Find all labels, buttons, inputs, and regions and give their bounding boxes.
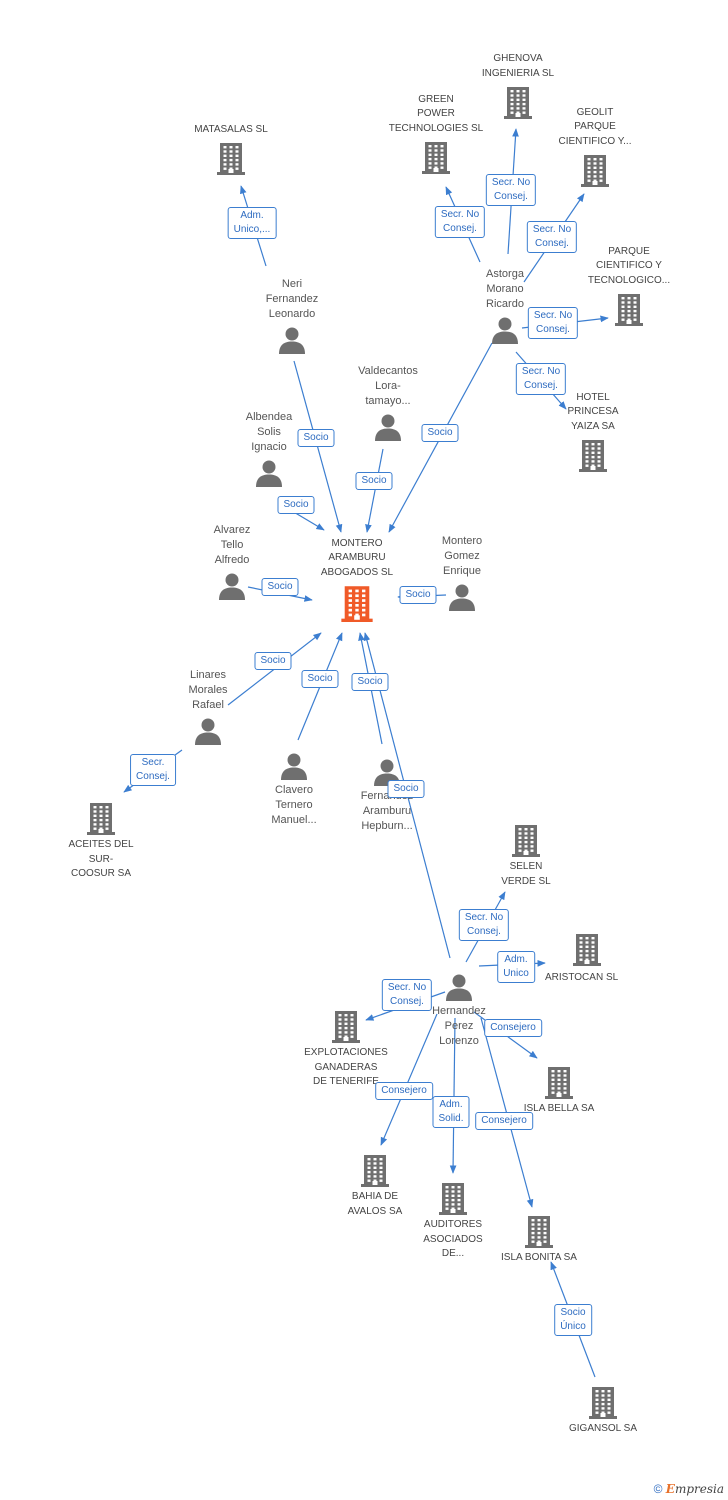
edge-label-astorga-geolit[interactable]: Secr. No Consej. bbox=[526, 221, 578, 253]
edge-label-astorga-hotel[interactable]: Secr. No Consej. bbox=[515, 363, 567, 395]
building-icon bbox=[438, 1181, 468, 1220]
edge-label-hernandez-islabella[interactable]: Consejero bbox=[484, 1019, 542, 1037]
edge-label-hernandez-islabonita[interactable]: Consejero bbox=[475, 1112, 533, 1130]
node-label: ISLA BONITA SA bbox=[501, 1252, 577, 1263]
edge-label-gigansol-islabonita[interactable]: Socio Único bbox=[554, 1304, 592, 1336]
focus-building-icon bbox=[340, 584, 374, 627]
building-icon bbox=[524, 1214, 554, 1253]
edge-line-valdecantos-montero bbox=[365, 448, 384, 533]
node-label: ISLA BELLA SA bbox=[523, 1103, 595, 1114]
person-icon bbox=[373, 413, 403, 446]
person-icon bbox=[447, 583, 477, 616]
node-label: Montero Gomez Enrique bbox=[441, 535, 483, 577]
building-icon bbox=[580, 153, 610, 192]
node-label: GIGANSOL SA bbox=[569, 1423, 637, 1434]
person-icon bbox=[444, 973, 474, 1006]
edge-label-hernandez-bahia[interactable]: Consejero bbox=[375, 1082, 433, 1100]
node-label: Neri Fernandez Leonardo bbox=[265, 278, 319, 320]
edge-label-linares-montero[interactable]: Socio bbox=[254, 652, 292, 670]
edge-label-valdecantos-montero[interactable]: Socio bbox=[355, 472, 393, 490]
node-label: GEOLIT PARQUE CIENTIFICO Y... bbox=[558, 106, 632, 147]
building-icon bbox=[86, 801, 116, 840]
person-icon bbox=[279, 752, 309, 785]
node-label: GREEN POWER TECHNOLOGIES SL bbox=[388, 93, 484, 134]
building-icon bbox=[360, 1153, 390, 1192]
node-label: Fernandez Aramburu Hepburn... bbox=[361, 790, 414, 832]
brand-footer: © Empresia bbox=[654, 1482, 724, 1496]
edge-label-neri-montero[interactable]: Socio bbox=[297, 429, 335, 447]
node-label: Albendea Solis Ignacio bbox=[245, 411, 293, 453]
building-icon bbox=[331, 1009, 361, 1048]
person-icon bbox=[193, 717, 223, 750]
building-icon bbox=[614, 292, 644, 331]
node-label: HOTEL PRINCESA YAIZA SA bbox=[567, 391, 619, 432]
node-label: PARQUE CIENTIFICO Y TECNOLOGICO... bbox=[587, 245, 671, 286]
building-icon bbox=[216, 141, 246, 180]
edge-label-montero_gomez-montero[interactable]: Socio bbox=[399, 586, 437, 604]
edge-label-hernandez-selen[interactable]: Secr. No Consej. bbox=[458, 909, 510, 941]
edge-line-hernandez-auditores bbox=[449, 1017, 457, 1174]
node-label: EXPLOTACIONES GANADERAS DE TENERIFE bbox=[304, 1047, 388, 1087]
node-label: MONTERO ARAMBURU ABOGADOS SL bbox=[320, 537, 394, 578]
edge-label-astorga-ghenova[interactable]: Secr. No Consej. bbox=[485, 174, 537, 206]
copyright-symbol: © bbox=[653, 1482, 663, 1496]
edge-label-hernandez-explot[interactable]: Secr. No Consej. bbox=[381, 979, 433, 1011]
edge-label-clavero-montero[interactable]: Socio bbox=[301, 670, 339, 688]
logo-initial: E bbox=[665, 1482, 675, 1496]
edge-label-fernandez-montero[interactable]: Socio bbox=[351, 673, 389, 691]
edge-label-hernandez-aristocan[interactable]: Adm. Unico bbox=[497, 951, 535, 983]
building-icon bbox=[588, 1385, 618, 1424]
edge-label-linares-aceites[interactable]: Secr. Consej. bbox=[130, 754, 176, 786]
person-icon bbox=[217, 572, 247, 605]
building-icon bbox=[544, 1065, 574, 1104]
person-icon bbox=[254, 459, 284, 492]
node-label: BAHIA DE AVALOS SA bbox=[347, 1191, 403, 1217]
edge-line-hernandez-bahia bbox=[380, 1013, 438, 1146]
node-label: Hernandez Perez Lorenzo bbox=[432, 1005, 486, 1047]
edge-label-neri-matasalas[interactable]: Adm. Unico,... bbox=[227, 207, 277, 239]
edge-label-astorga-parque[interactable]: Secr. No Consej. bbox=[527, 307, 579, 339]
edge-label-hernandez-auditores[interactable]: Adm. Solid. bbox=[432, 1096, 470, 1128]
node-label: ARISTOCAN SL bbox=[545, 972, 619, 983]
node-label: AUDITORES ASOCIADOS DE... bbox=[423, 1219, 483, 1259]
person-icon bbox=[490, 316, 520, 349]
edge-label-astorga-montero[interactable]: Socio bbox=[421, 424, 459, 442]
edge-label-alvarez-montero[interactable]: Socio bbox=[261, 578, 299, 596]
node-label: SELEN VERDE SL bbox=[501, 861, 551, 887]
building-icon bbox=[503, 85, 533, 124]
empresia-logo[interactable]: Empresia bbox=[666, 1482, 724, 1496]
node-label: Astorga Morano Ricardo bbox=[486, 268, 524, 310]
node-label: GHENOVA INGENIERIA SL bbox=[481, 53, 555, 79]
person-icon bbox=[277, 326, 307, 359]
building-icon bbox=[511, 823, 541, 862]
building-icon bbox=[578, 438, 608, 477]
edge-label-hernandez-montero[interactable]: Socio bbox=[387, 780, 425, 798]
building-icon bbox=[572, 932, 602, 971]
node-label: Alvarez Tello Alfredo bbox=[213, 524, 251, 566]
node-label: MATASALAS SL bbox=[194, 123, 268, 135]
building-icon bbox=[421, 140, 451, 179]
node-label: Clavero Ternero Manuel... bbox=[271, 784, 317, 826]
node-label: ACEITES DEL SUR- COOSUR SA bbox=[68, 839, 134, 879]
logo-rest: mpresia bbox=[674, 1482, 724, 1496]
edge-label-albendea-montero[interactable]: Socio bbox=[277, 496, 315, 514]
node-label: Valdecantos Lora- tamayo... bbox=[358, 365, 418, 407]
edge-label-astorga-green[interactable]: Secr. No Consej. bbox=[434, 206, 486, 238]
node-label: Linares Morales Rafael bbox=[188, 669, 228, 711]
